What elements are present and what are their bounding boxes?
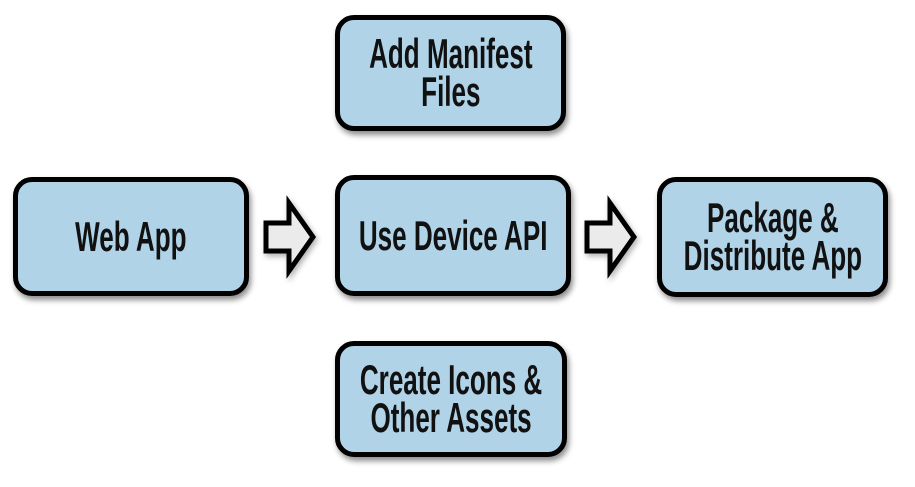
node-add-manifest-files: Add Manifest Files	[335, 15, 566, 131]
label-line: Create Icons &	[359, 356, 543, 403]
node-package-distribute-app: Package & Distribute App	[657, 177, 888, 297]
label-line: Add Manifest	[368, 30, 533, 77]
node-use-device-api-label: Use Device API	[358, 211, 548, 259]
node-add-manifest-files-label: Add Manifest Files	[368, 30, 533, 115]
label-line: Web App	[75, 212, 187, 260]
node-web-app: Web App	[13, 177, 249, 296]
node-web-app-label: Web App	[75, 212, 187, 260]
label-line: Package &	[706, 194, 839, 241]
label-line: Distribute App	[683, 232, 862, 279]
node-create-icons-other-assets-label: Create Icons & Other Assets	[359, 356, 543, 441]
right-arrow-icon	[263, 195, 317, 279]
label-line: Files	[420, 68, 481, 115]
label-line: Other Assets	[370, 394, 532, 441]
right-arrow-icon	[584, 195, 638, 279]
node-use-device-api: Use Device API	[335, 175, 571, 296]
label-line: Use Device API	[358, 211, 548, 259]
node-create-icons-other-assets: Create Icons & Other Assets	[335, 341, 567, 457]
node-package-distribute-app-label: Package & Distribute App	[683, 194, 862, 279]
